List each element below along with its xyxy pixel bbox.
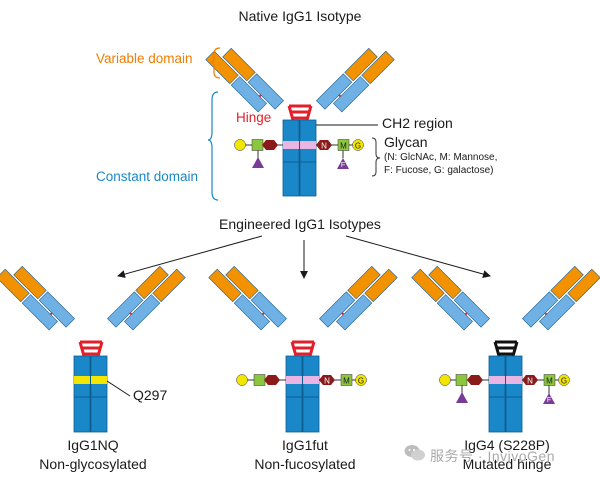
igg4-glycan-m-letter: M: [546, 377, 553, 386]
igg4-glycan-g-letter: G: [561, 377, 567, 386]
hinge-label: Hinge: [236, 110, 272, 125]
fut-glycan-g-letter: G: [358, 377, 364, 386]
igg4-description: Mutated hinge: [462, 456, 552, 472]
igg4-name: IgG4 (S228P): [464, 437, 550, 453]
native-glycan-m-letter: M: [340, 142, 347, 151]
hinge-region: [287, 104, 313, 121]
wechat-icon: [404, 445, 425, 461]
mutated-hinge: [493, 340, 519, 357]
native-glycan-left: [234, 139, 283, 168]
fut-glycan-m-letter: M: [343, 377, 350, 386]
arrow-to-igg4: [345, 235, 491, 278]
native-title: Native IgG1 Isotype: [238, 8, 362, 24]
fc-heavy-chain-right: [299, 119, 317, 197]
native-glycan-g-letter: G: [355, 142, 361, 151]
native-glycan-right: [316, 139, 364, 169]
fc-heavy-chain-left: [282, 119, 300, 197]
constant-domain-label: Constant domain: [96, 169, 199, 184]
variable-domain-label: Variable domain: [96, 51, 193, 66]
igg4-glycan-left: [439, 374, 489, 403]
igg1fut-glycan-left: [236, 374, 286, 386]
native-glycan-f-letter: F: [341, 162, 345, 169]
igg1fut-description: Non-fucosylated: [254, 456, 356, 472]
igg4-glycan-f-letter: F: [547, 397, 551, 404]
arrow-to-igg1nq: [117, 235, 263, 278]
igg1nq-description: Non-glycosylated: [39, 456, 147, 472]
native-igg1-antibody: [205, 47, 395, 201]
q297-label: Q297: [133, 387, 168, 403]
right-fab-arm: [316, 47, 395, 113]
native-glycan-n-letter: N: [321, 142, 327, 151]
igg1fut-antibody: [208, 265, 398, 433]
ch2-region-label: CH2 region: [382, 115, 453, 131]
igg1nq-name: IgG1NQ: [67, 437, 119, 453]
igg1fut-name: IgG1fut: [282, 437, 328, 453]
glycan-label: Glycan: [384, 134, 428, 150]
constant-domain-brace: [207, 91, 219, 201]
igg4-glycan-n-letter: N: [527, 377, 533, 386]
glycan-brace: [371, 137, 381, 177]
igg1nq-antibody: [0, 265, 186, 433]
igg4-s228p-antibody: [411, 265, 600, 433]
watermark-text: 服务号 · InvivoGen: [430, 448, 555, 464]
glycan-legend-line-1: (N: GlcNAc, M: Mannose,: [384, 152, 498, 163]
engineered-title: Engineered IgG1 Isotypes: [219, 216, 381, 232]
igg4-glycan-right: [522, 374, 570, 404]
variable-domain-brace: [209, 47, 221, 79]
glycan-legend-line-2: F: Fucose, G: galactose): [384, 165, 494, 176]
left-fab-arm: [205, 47, 284, 113]
igg1fut-glycan-right: [319, 374, 367, 386]
fut-glycan-n-letter: N: [324, 377, 330, 386]
q297-pointer-line: [106, 380, 131, 397]
